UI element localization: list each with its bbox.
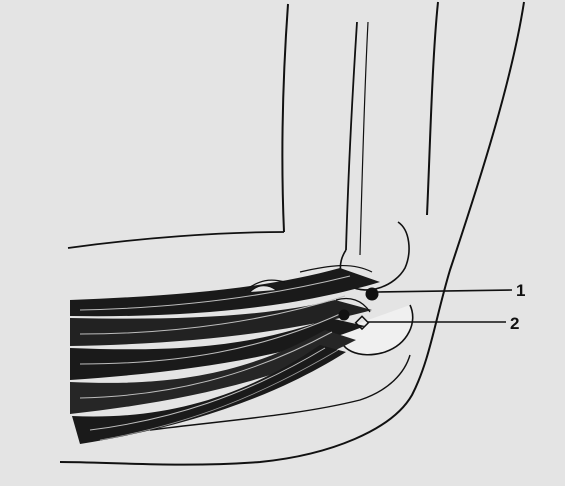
marker-point-2 [339,310,350,321]
callout-line-1 [378,290,512,292]
upper-arm-outline [282,4,288,232]
extensor-muscle-bundle [70,268,380,444]
forearm-back-outline [427,2,438,215]
callout-label-2: 2 [510,315,519,332]
marker-point-1 [366,288,379,301]
humerus-line [346,22,357,250]
humerus-line-inner [360,22,368,255]
callout-label-1: 1 [516,282,525,299]
skin-line-top [68,232,284,248]
